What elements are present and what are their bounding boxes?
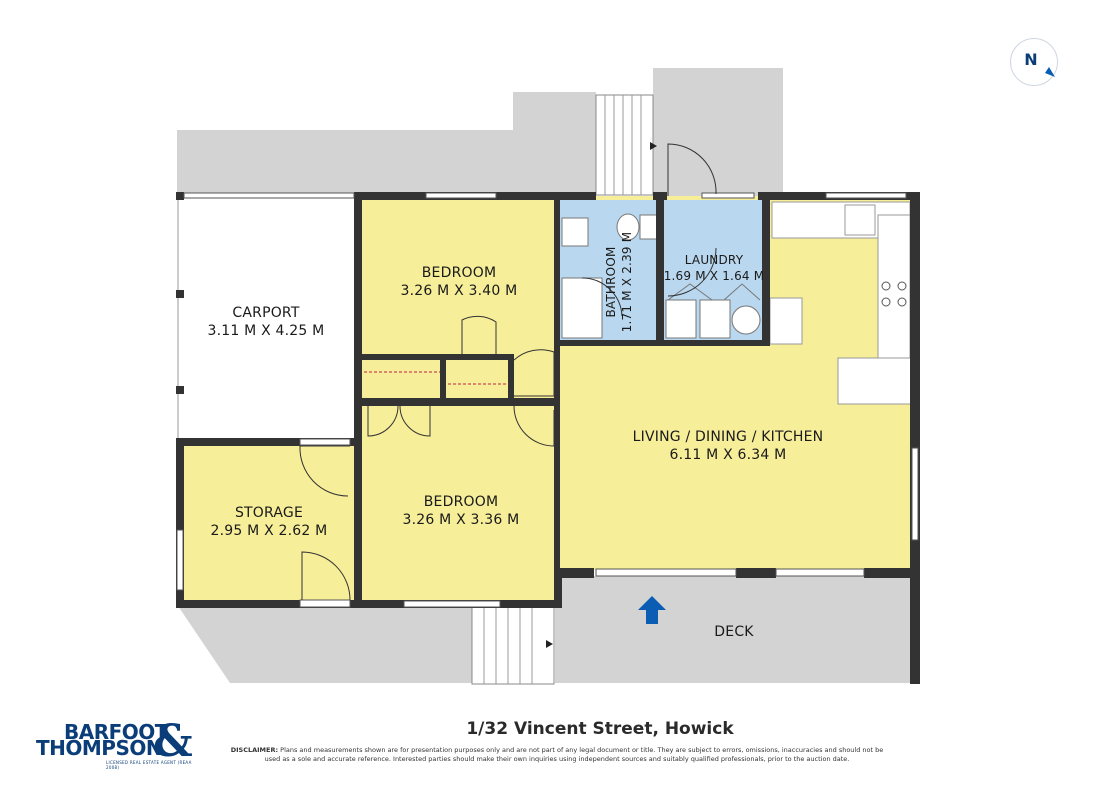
laundry-dims: 1.69 M X 1.64 M — [663, 269, 765, 283]
storage-name: STORAGE — [234, 505, 304, 521]
living-label: LIVING / DINING / KITCHEN 6.11 M X 6.34 … — [608, 428, 848, 464]
bedroom2-floor — [362, 404, 555, 600]
logo-line1: BARFOOT — [64, 720, 168, 744]
roof-overhang-bottom — [178, 606, 472, 683]
laundry-name: LAUNDRY — [684, 253, 744, 267]
logo-ampersand: & — [153, 716, 193, 767]
compass: N — [1010, 38, 1058, 86]
closet-shelf-lines — [364, 371, 506, 385]
storage-floor — [184, 446, 354, 600]
bedroom1-floor — [362, 200, 555, 356]
bedroom2-name: BEDROOM — [423, 494, 499, 510]
porch-top-right — [653, 68, 783, 196]
carport-label: CARPORT 3.11 M X 4.25 M — [196, 304, 336, 340]
bedroom1-label: BEDROOM 3.26 M X 3.40 M — [374, 264, 544, 300]
compass-north-label: N — [1024, 50, 1038, 69]
walls — [176, 192, 920, 684]
steps-top — [595, 94, 657, 196]
logo-licence: LICENSED REAL ESTATE AGENT (REAA 2008) — [106, 760, 192, 770]
deck-area — [555, 576, 919, 683]
steps-bottom — [471, 605, 555, 685]
disclaimer-label: DISCLAIMER: — [230, 746, 279, 754]
bathroom-dims: 1.71 M X 2.39 M — [620, 231, 634, 333]
carport-dims: 3.11 M X 4.25 M — [207, 323, 325, 339]
bathroom-label: BATHROOM 1.71 M X 2.39 M — [603, 212, 643, 352]
disclaimer: DISCLAIMER: Plans and measurements shown… — [222, 746, 892, 764]
living-name: LIVING / DINING / KITCHEN — [632, 429, 824, 445]
windows — [176, 192, 919, 608]
living-dims: 6.11 M X 6.34 M — [669, 447, 787, 463]
logo-line2: THOMPSON — [36, 736, 163, 760]
carport-name: CARPORT — [232, 305, 300, 321]
carport-floor — [177, 193, 357, 441]
compass-arrow-icon — [1045, 67, 1055, 77]
property-address: 1/32 Vincent Street, Howick — [466, 719, 734, 739]
disclaimer-text: Plans and measurements shown are for pre… — [264, 746, 884, 763]
laundry-fixtures — [665, 283, 761, 339]
outdoor-areas — [177, 68, 919, 683]
bathroom-name: BATHROOM — [604, 246, 618, 318]
bedroom2-dims: 3.26 M X 3.36 M — [402, 512, 520, 528]
deck-name: DECK — [714, 624, 754, 640]
deck-label: DECK — [694, 623, 774, 641]
entry-arrow-icon — [638, 596, 666, 624]
laundry-label: LAUNDRY 1.69 M X 1.64 M — [660, 252, 768, 284]
bathroom-fixtures — [561, 213, 659, 339]
storage-dims: 2.95 M X 2.62 M — [210, 523, 328, 539]
bedroom2-label: BEDROOM 3.26 M X 3.36 M — [376, 493, 546, 529]
brand-logo: BARFOOT THOMPSON & LICENSED REAL ESTATE … — [36, 716, 196, 771]
bedroom1-dims: 3.26 M X 3.40 M — [400, 283, 518, 299]
closet-floor — [362, 356, 555, 404]
bedroom1-name: BEDROOM — [421, 265, 497, 281]
storage-label: STORAGE 2.95 M X 2.62 M — [196, 504, 342, 540]
kitchen-counters — [769, 201, 913, 405]
cooktop-icon — [881, 281, 907, 307]
doors — [299, 143, 717, 601]
roof-overhang-top — [177, 92, 596, 194]
